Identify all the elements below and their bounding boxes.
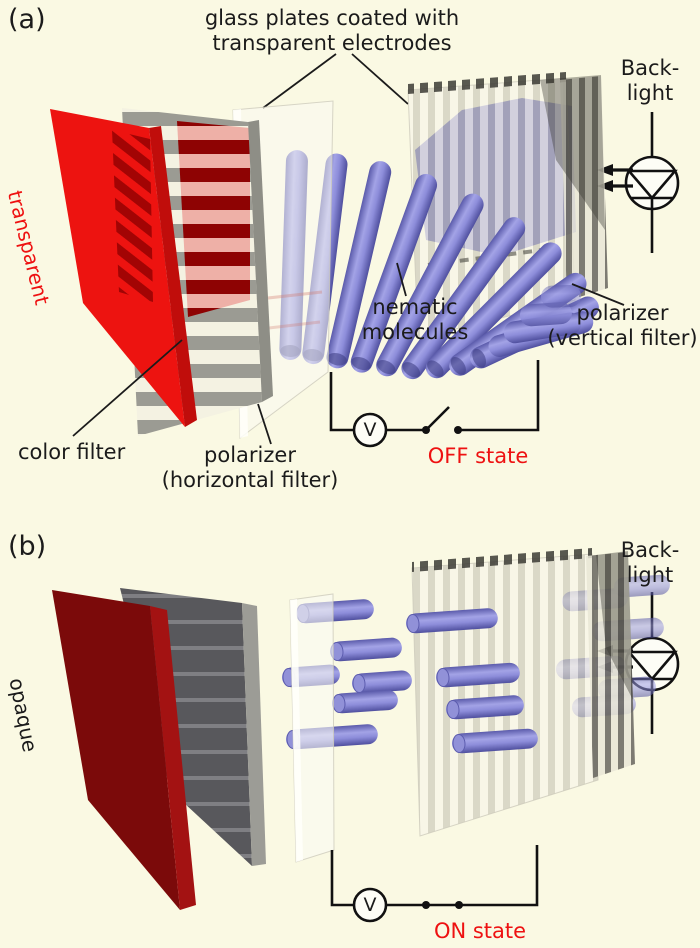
electrode-dashes (412, 548, 592, 572)
nematic-molecule (451, 728, 538, 754)
open-switch-icon (425, 406, 450, 431)
glass-plates-label-line1: glass plates coated with (204, 6, 460, 30)
red-light-band (177, 121, 250, 317)
voltmeter-label-b: V (363, 894, 377, 916)
nematic-molecule (435, 662, 520, 688)
nematic-molecule (329, 637, 402, 662)
closed-switch-icon (426, 845, 539, 907)
nematic-molecule (326, 161, 392, 369)
leader-vertical-polarizer (571, 283, 625, 306)
circuit-off (329, 360, 540, 448)
nematic-molecule (376, 193, 484, 377)
nematic-molecule (401, 217, 526, 380)
glass-plates-label: glass plates coated with transparent ele… (167, 6, 497, 56)
voltmeter-label-a: V (363, 419, 377, 441)
glass-plate-1 (289, 593, 335, 863)
backlight-lamp-icon (624, 592, 680, 734)
leader-lines-glass-plates (262, 53, 409, 109)
nematic-molecule (351, 670, 412, 694)
panel-b-tag: (b) (8, 531, 47, 562)
horizontal-polarizer-label: polarizer (horizontal filter) (161, 443, 339, 492)
backlight-label-b: Back- light (620, 538, 680, 587)
color-filter-plate-dark (52, 590, 196, 910)
panel-a-tag: (a) (8, 4, 46, 35)
leader-horizontal-polarizer (257, 403, 272, 445)
circuit-on (330, 845, 539, 923)
off-state-label: OFF state (427, 444, 529, 468)
color-filter-plate (50, 109, 197, 427)
color-filter-label: color filter (18, 440, 126, 464)
nematic-molecule (519, 302, 572, 327)
electrode-dashes (408, 72, 566, 94)
nematic-molecule (540, 284, 581, 308)
nematic-molecule (405, 608, 498, 634)
panel-b-graphic-main (52, 548, 680, 923)
nematic-molecule (445, 695, 524, 720)
vertical-polarizer (586, 551, 635, 778)
nematic-molecule (331, 690, 398, 714)
vertical-polarizer (540, 75, 608, 301)
nematic-molecule (425, 242, 562, 379)
nematic-molecules-label: nematic molecules (361, 295, 469, 344)
glass-plate-2 (411, 548, 599, 837)
vertical-polarizer-label: polarizer (vertical filter) (547, 301, 698, 350)
backlight-label-a: Back- light (620, 56, 680, 105)
panel-a-graphic (50, 53, 680, 448)
filter-stripe-pattern (112, 130, 153, 302)
glass-plates-label-line2: transparent electrodes (212, 31, 452, 55)
leader-color-filter (72, 339, 183, 437)
leader-nematic (396, 262, 407, 297)
light-direction-arrows (597, 164, 633, 192)
nematic-molecule (350, 174, 438, 373)
label-leader-lines (72, 262, 625, 445)
backlight-lamp-icon (624, 112, 680, 253)
on-state-label: ON state (433, 919, 527, 943)
